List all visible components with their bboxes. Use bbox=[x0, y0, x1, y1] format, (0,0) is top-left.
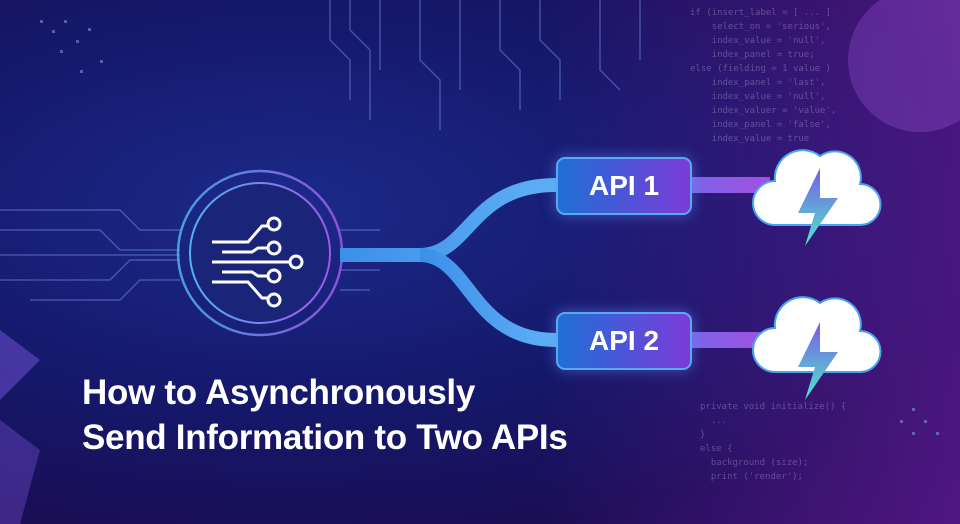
dot-pattern bbox=[40, 20, 939, 435]
cloud-lightning-icon bbox=[752, 296, 882, 400]
background-glow bbox=[540, 0, 960, 524]
background-code-bottom: private void initialize() { ... } else {… bbox=[700, 402, 847, 482]
cloud-lightning-icon bbox=[752, 149, 882, 246]
circuit-traces bbox=[0, 0, 641, 301]
decor-shape bbox=[847, 0, 960, 133]
link-api-1-cloud bbox=[690, 177, 770, 193]
circuit-hub-icon bbox=[212, 216, 304, 308]
pipe-to-api-2 bbox=[419, 248, 557, 347]
link-api-2-cloud bbox=[690, 332, 770, 348]
page-title: How to Asynchronously Send Information t… bbox=[82, 370, 568, 460]
hub-inner-ring bbox=[189, 182, 331, 324]
api-1-box: API 1 bbox=[556, 157, 692, 215]
title-line-1: How to Asynchronously bbox=[82, 373, 475, 412]
decor-shape bbox=[0, 420, 40, 524]
api-2-box: API 2 bbox=[556, 312, 692, 370]
pipe-to-api-1 bbox=[340, 178, 557, 262]
decor-shape bbox=[0, 330, 40, 400]
background-code: if (insert_label = [ ... ] select_on = '… bbox=[690, 8, 837, 144]
title-line-2: Send Information to Two APIs bbox=[82, 418, 568, 457]
